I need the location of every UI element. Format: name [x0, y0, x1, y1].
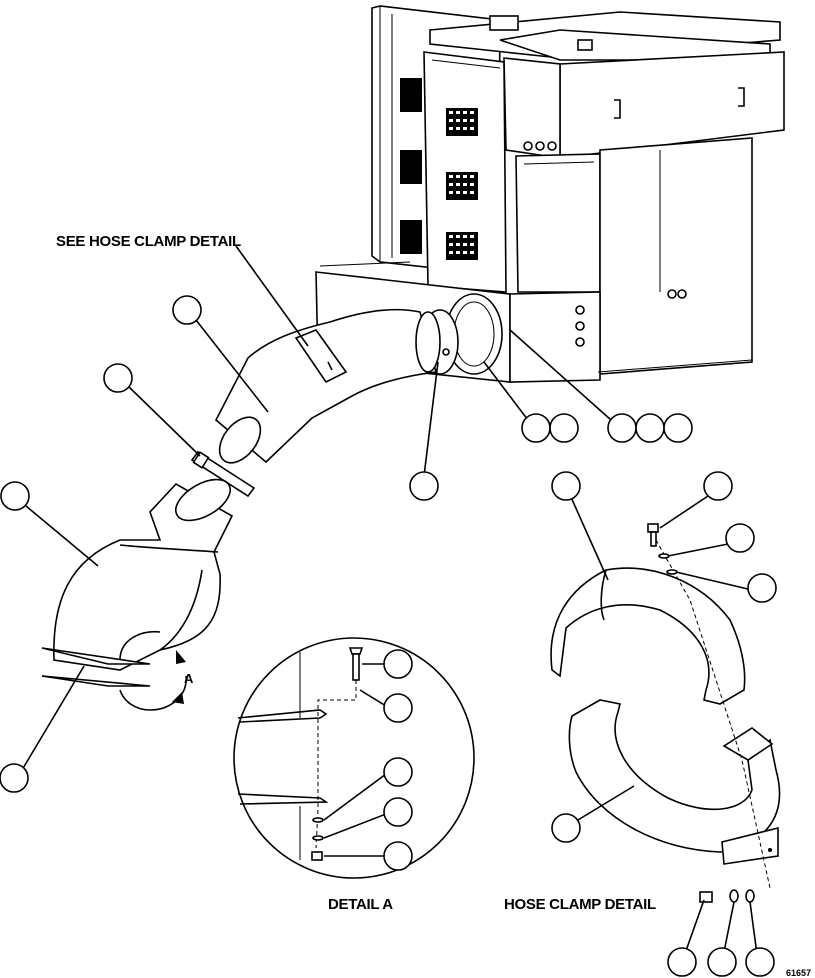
callout-balloon — [383, 797, 413, 827]
detail-a-label: DETAIL A — [328, 896, 393, 913]
callout-balloon — [383, 693, 413, 723]
callout-balloon — [703, 471, 733, 501]
callout-balloons — [0, 295, 777, 977]
callout-balloon — [383, 841, 413, 871]
callout-balloon — [0, 763, 29, 793]
leader-lines — [21, 245, 759, 963]
callout-balloon — [745, 947, 775, 977]
callout-balloon — [103, 363, 133, 393]
callout-balloon — [725, 523, 755, 553]
callout-balloon — [521, 413, 551, 443]
callout-balloon — [747, 573, 777, 603]
elbow-duct: A — [41, 478, 234, 711]
callout-balloon — [409, 471, 439, 501]
hose-clamp-detail-label: HOSE CLAMP DETAIL — [504, 896, 656, 913]
see-hose-clamp-detail-label: SEE HOSE CLAMP DETAIL — [56, 233, 241, 250]
callout-balloon — [667, 947, 697, 977]
callout-balloon — [551, 471, 581, 501]
hose-clamp-detail — [550, 523, 781, 903]
callout-balloon — [607, 413, 637, 443]
detail-a — [233, 637, 475, 879]
hose-clamp-small — [190, 450, 256, 498]
callout-balloon — [663, 413, 693, 443]
callout-balloon — [172, 295, 202, 325]
callout-balloon — [551, 813, 581, 843]
upper-duct — [214, 308, 441, 464]
callout-balloon — [635, 413, 665, 443]
figure-number: 61657 — [786, 968, 811, 978]
detail-a-marker: A — [184, 671, 194, 686]
callout-balloon — [707, 947, 737, 977]
callout-balloon — [549, 413, 579, 443]
callout-balloon — [383, 757, 413, 787]
callout-balloon — [383, 649, 413, 679]
callout-balloon — [0, 481, 30, 511]
